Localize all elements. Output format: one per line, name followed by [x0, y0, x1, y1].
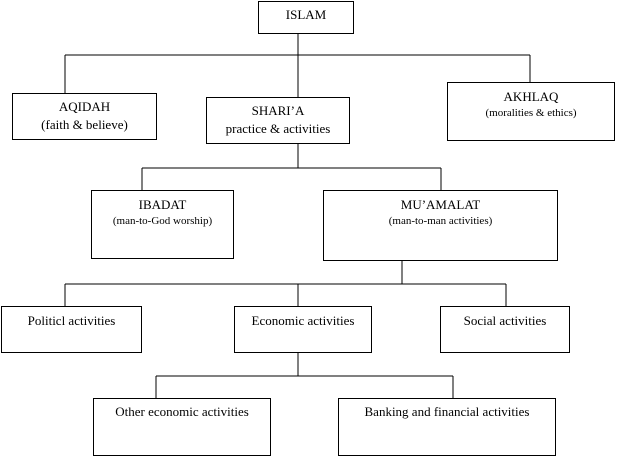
- node-islam-title: ISLAM: [285, 7, 327, 22]
- node-other-economic-title: Other economic activities: [115, 404, 249, 419]
- node-muamalat-title: MU’AMALAT: [400, 197, 481, 212]
- node-sharia-subtitle: practice & activities: [225, 121, 331, 136]
- node-politic-title: Politicl activities: [27, 313, 116, 328]
- node-akhlaq: AKHLAQ (moralities & ethics): [447, 82, 615, 141]
- node-muamalat: MU’AMALAT (man-to-man activities): [323, 190, 558, 261]
- node-social-title: Social activities: [463, 313, 547, 328]
- node-sharia-title: SHARI’A: [251, 103, 305, 118]
- node-akhlaq-title: AKHLAQ: [503, 89, 559, 104]
- node-islam: ISLAM: [258, 1, 354, 34]
- node-banking-financial-activities: Banking and financial activities: [338, 398, 556, 456]
- node-politic-activities: Politicl activities: [1, 306, 142, 353]
- node-ibadat-title: IBADAT: [138, 197, 187, 212]
- node-ibadat: IBADAT (man-to-God worship): [91, 190, 234, 259]
- node-ibadat-subtitle: (man-to-God worship): [112, 215, 213, 227]
- node-economic-activities: Economic activities: [234, 306, 372, 353]
- node-economic-title: Economic activities: [251, 313, 355, 328]
- node-akhlaq-subtitle: (moralities & ethics): [485, 107, 577, 119]
- node-aqidah-title: AQIDAH: [58, 99, 111, 114]
- node-other-economic-activities: Other economic activities: [93, 398, 271, 456]
- node-banking-title: Banking and financial activities: [364, 404, 530, 419]
- node-muamalat-subtitle: (man-to-man activities): [388, 215, 493, 227]
- node-social-activities: Social activities: [440, 306, 570, 353]
- node-aqidah-subtitle: (faith & believe): [41, 117, 128, 132]
- node-sharia: SHARI’A practice & activities: [206, 97, 350, 144]
- node-aqidah: AQIDAH (faith & believe): [12, 93, 157, 140]
